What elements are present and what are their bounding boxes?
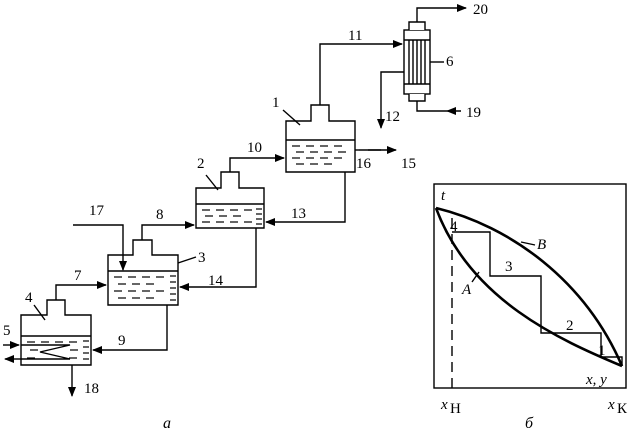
label-1: 1 [272,95,280,111]
scheme-labels: 20 11 6 19 12 1 10 16 15 2 13 17 8 3 14 … [3,2,488,432]
label-19: 19 [466,105,481,121]
svg-text:x: x [440,397,448,413]
axis-xy-label: x, y [585,372,607,388]
vessel-2 [195,171,265,229]
step-1: 1 [598,343,606,359]
curve-b-label: B [537,237,546,253]
curve-a [434,207,623,368]
heating-coil [21,344,71,360]
label-13: 14 [208,273,224,289]
label-4: 4 [25,290,33,306]
label-3: 3 [198,250,206,266]
x-start-label: x Н [440,397,461,417]
vessel-3 [107,239,179,306]
label-5: 5 [3,323,11,339]
svg-text:Н: Н [450,401,461,417]
step-2: 2 [566,318,574,334]
label-17b: 18 [84,381,99,397]
label-15: 15 [401,156,416,172]
label-16: 16 [356,156,372,172]
step-4: 4 [450,219,458,235]
curve-b [435,206,624,367]
curve-a-label: A [461,282,472,298]
label-9: 10 [247,140,262,156]
label-11: 12 [385,109,400,125]
vessel-1 [285,104,356,173]
condenser-6 [403,21,431,102]
label-6: 6 [446,54,454,70]
label-20: 20 [473,2,488,18]
vessel-4 [20,299,92,366]
svg-text:К: К [617,401,628,417]
staircase [452,231,623,366]
graph-frame [433,183,627,389]
label-14: 9 [118,333,126,349]
svg-text:x: x [607,397,615,413]
label-7: 7 [74,268,82,284]
vessel-1-liquid-dashes [292,145,346,165]
caption-b: б [525,415,534,432]
vessel-2-coil [256,208,262,225]
label-18: 17 [89,203,105,219]
step-3: 3 [505,259,513,275]
axis-t-label: t [441,188,446,204]
caption-a: а [163,415,171,432]
label-8: 8 [156,207,164,223]
piping [3,4,467,397]
x-end-label: x К [607,397,628,417]
label-10: 11 [348,28,362,44]
label-2: 2 [197,156,205,172]
phase-diagram: 4 3 2 1 B A t x, y x Н x К б [433,183,628,432]
label-12: 13 [291,206,306,222]
